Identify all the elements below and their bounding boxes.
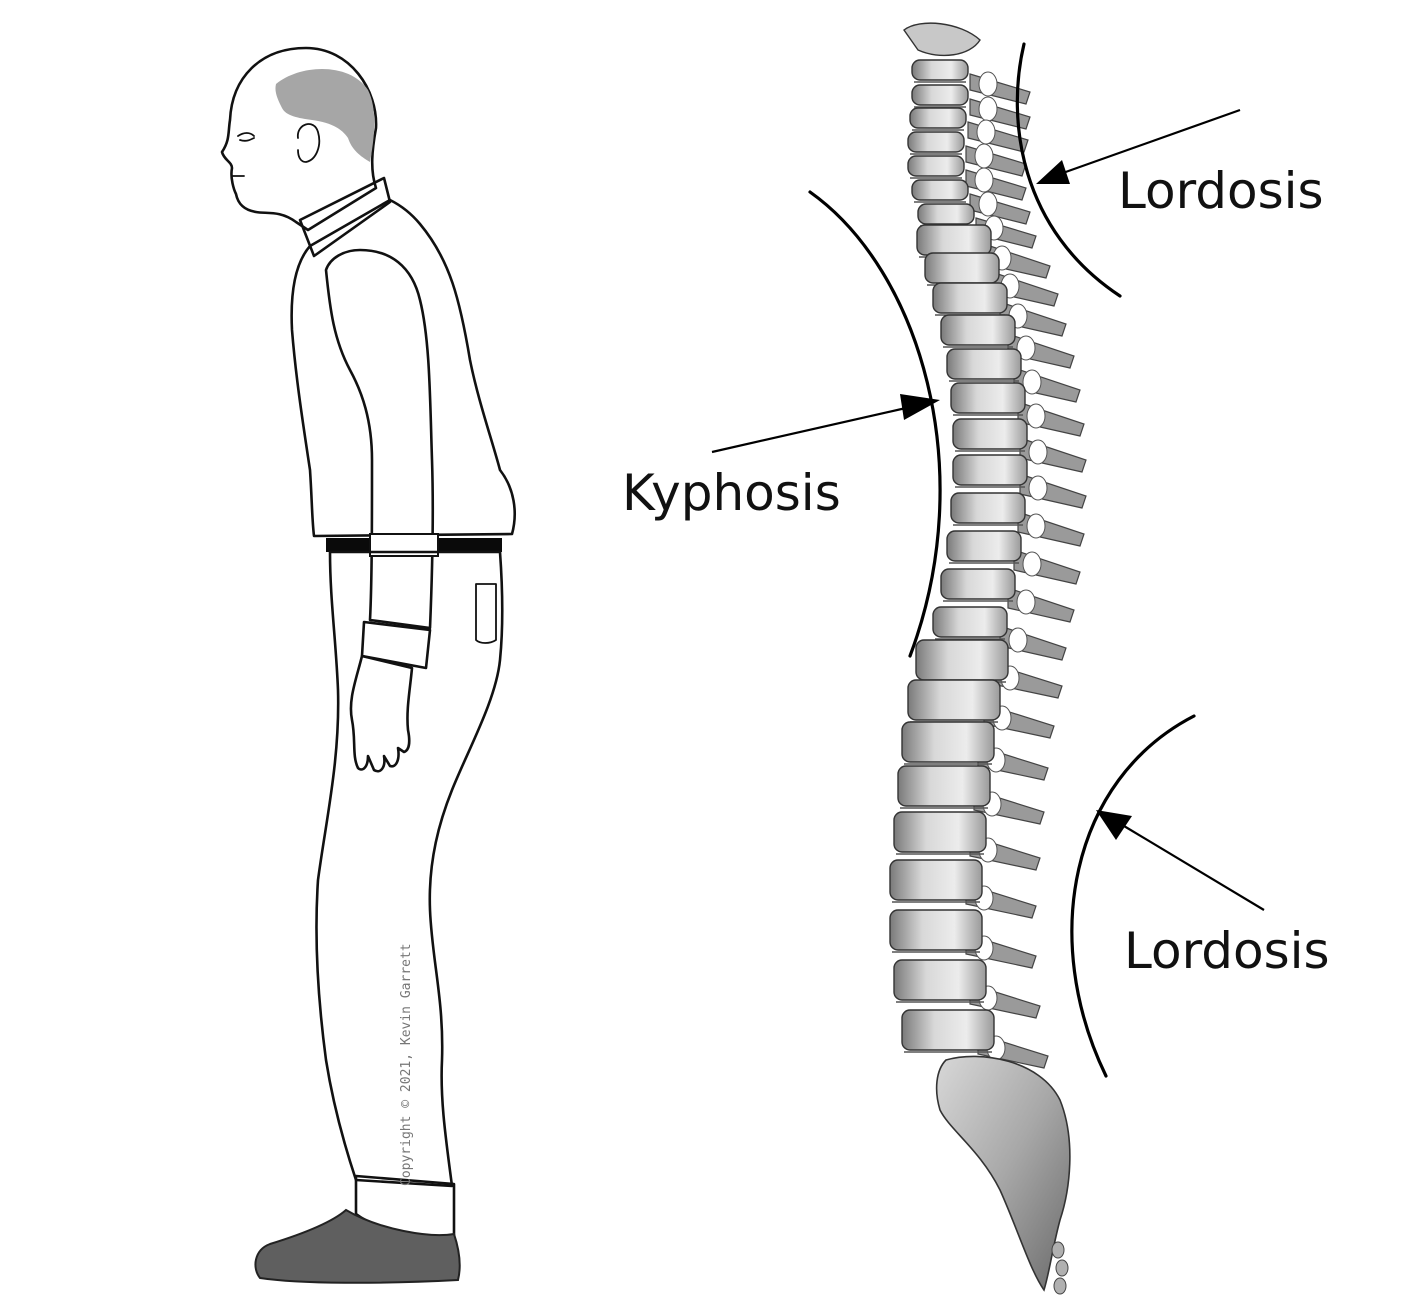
standing-man-icon: Copyright © 2021, Kevin Garrett <box>220 46 516 1284</box>
spine-icon <box>889 22 1087 1295</box>
coccyx-segment <box>1051 1241 1065 1259</box>
kyphosis-arrowhead <box>900 394 940 420</box>
neural-foramen <box>974 143 994 169</box>
cuff-outline <box>360 620 432 670</box>
vertebral-body <box>940 568 1016 600</box>
vertebral-body <box>915 639 1009 681</box>
neural-foramen <box>1016 335 1036 361</box>
neural-foramen <box>1026 403 1046 429</box>
neural-foramen <box>1022 551 1042 577</box>
arm-sleeve-outline <box>324 248 435 630</box>
neural-foramen <box>1026 513 1046 539</box>
vertebral-body <box>907 155 965 177</box>
label-lordosis-upper: Lordosis <box>1118 162 1324 220</box>
hair-shape <box>275 68 375 162</box>
neural-foramen <box>1016 589 1036 615</box>
neural-foramen <box>978 71 998 97</box>
pants-outline <box>315 550 504 1188</box>
spinous-process <box>969 73 1031 105</box>
label-kyphosis: Kyphosis <box>622 464 841 522</box>
vertebral-body <box>911 59 969 81</box>
vertebral-body <box>911 179 969 201</box>
neural-foramen <box>1008 627 1028 653</box>
ear-outline <box>297 123 321 163</box>
collar-outline <box>298 176 392 258</box>
vertebral-body <box>893 959 987 1001</box>
sacrum <box>935 1055 1071 1292</box>
kyphosis-arrow-line <box>711 406 907 454</box>
neural-foramen <box>976 119 996 145</box>
vertebral-body <box>950 382 1026 414</box>
vertebral-body <box>916 224 992 256</box>
coccyx-segment <box>1053 1277 1067 1295</box>
lower-lordosis-arrowhead <box>1096 810 1132 840</box>
neural-foramen <box>1022 369 1042 395</box>
coccyx-segment <box>1055 1259 1069 1277</box>
pocket-outline <box>475 583 497 644</box>
vertebral-body <box>907 131 965 153</box>
shirt-outline <box>290 198 516 538</box>
neural-foramen <box>978 96 998 122</box>
vertebral-body <box>950 492 1026 524</box>
vertebral-body <box>893 811 987 853</box>
vertebral-body <box>901 721 995 763</box>
head-outline <box>220 46 378 232</box>
vertebral-body <box>901 1009 995 1051</box>
vertebral-body <box>917 203 975 225</box>
belt <box>326 533 502 557</box>
upper-lordosis-arrowhead <box>1036 160 1070 184</box>
vertebral-body <box>924 252 1000 284</box>
vertebral-body <box>946 530 1022 562</box>
neural-foramen <box>974 167 994 193</box>
vertebral-body <box>911 84 969 106</box>
vertebral-body <box>907 679 1001 721</box>
vertebral-body <box>940 314 1016 346</box>
vertebral-body <box>932 606 1008 638</box>
vertebral-body <box>946 348 1022 380</box>
annotation-curves <box>711 42 1265 1078</box>
hand-outline <box>349 654 414 773</box>
vertebral-body <box>909 107 967 129</box>
copyright-text: Copyright © 2021, Kevin Garrett <box>399 943 414 1186</box>
kyphosis-arc <box>808 190 942 658</box>
neural-foramen <box>1028 439 1048 465</box>
neural-foramen <box>978 191 998 217</box>
vertebral-body <box>932 282 1008 314</box>
vertebral-body <box>889 909 983 951</box>
upper-lordosis-arrow-line <box>1059 108 1241 176</box>
neural-foramen <box>1028 475 1048 501</box>
shoe-shape <box>254 1208 461 1284</box>
atlas-vertebra <box>903 22 981 57</box>
vertebral-body <box>952 418 1028 450</box>
vertebral-body <box>889 859 983 901</box>
lower-lordosis-arc <box>1070 714 1196 1078</box>
vertebral-body <box>897 765 991 807</box>
upper-lordosis-arc <box>1015 42 1122 298</box>
vertebral-body <box>952 454 1028 486</box>
label-lordosis-lower: Lordosis <box>1124 922 1330 980</box>
lower-lordosis-arrow-line <box>1123 825 1265 911</box>
eye-outline <box>237 132 255 142</box>
